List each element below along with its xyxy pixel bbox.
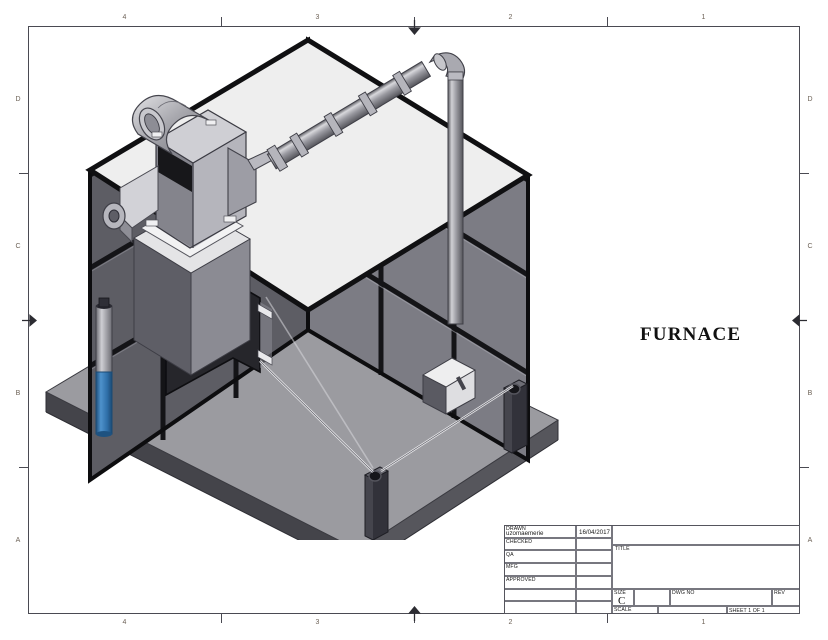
zone-col-top-1: 1 bbox=[701, 14, 706, 21]
title-label-approved: APPROVED bbox=[506, 577, 536, 584]
title-cell-qa-name[interactable] bbox=[504, 550, 576, 564]
zone-tick-right-3 bbox=[800, 467, 809, 468]
zone-row-right-B: B bbox=[807, 389, 813, 397]
zone-tick-top-3 bbox=[607, 17, 608, 26]
zone-tick-bottom-3 bbox=[607, 614, 608, 623]
control-box bbox=[421, 357, 477, 415]
center-arrow-marker-right bbox=[791, 313, 807, 327]
title-cell-blank-1-name[interactable] bbox=[504, 588, 576, 602]
title-cell-size-extra[interactable] bbox=[634, 588, 670, 606]
title-value-drawn-date: 16/04/2017 bbox=[579, 529, 610, 537]
zone-row-left-C: C bbox=[15, 242, 21, 250]
zone-tick-left-1 bbox=[19, 173, 28, 174]
title-label-rev: REV bbox=[774, 589, 785, 596]
zone-col-top-4: 4 bbox=[122, 14, 127, 21]
title-cell-scale-extra[interactable] bbox=[658, 605, 727, 614]
title-label-title: TITLE bbox=[615, 545, 630, 552]
zone-row-right-C: C bbox=[807, 242, 813, 250]
zone-col-bottom-4: 4 bbox=[122, 619, 127, 626]
title-label-dwg-no: DWG NO bbox=[672, 589, 695, 596]
zone-tick-top-1 bbox=[221, 17, 222, 26]
title-label-size: SIZE bbox=[614, 589, 626, 596]
zone-tick-bottom-1 bbox=[221, 614, 222, 623]
zone-col-top-3: 3 bbox=[315, 14, 320, 21]
title-label-qa: QA bbox=[506, 551, 514, 558]
title-cell-blank-2-date[interactable] bbox=[576, 601, 612, 614]
center-arrow-marker-top bbox=[407, 19, 421, 35]
title-value-drawn-name: uzomaemerie bbox=[506, 530, 544, 538]
title-cell-checked-date[interactable] bbox=[576, 537, 612, 551]
zone-row-left-B: B bbox=[15, 389, 21, 397]
title-cell-header-blank[interactable] bbox=[612, 525, 800, 545]
zone-col-bottom-1: 1 bbox=[701, 619, 706, 626]
title-label-mfg: MFG bbox=[506, 564, 518, 571]
exhaust-vertical-stack bbox=[447, 71, 464, 325]
title-cell-blank-2-name[interactable] bbox=[504, 601, 576, 614]
bollard-post-left bbox=[363, 466, 390, 540]
exhaust-pipe-run bbox=[266, 52, 466, 325]
zone-col-bottom-3: 3 bbox=[315, 619, 320, 626]
title-value-size: C bbox=[618, 594, 626, 607]
title-cell-blank-1-date[interactable] bbox=[576, 588, 612, 602]
title-label-drawn: DRAWN bbox=[506, 526, 526, 533]
bollard-post-right bbox=[502, 379, 529, 454]
zone-col-top-2: 2 bbox=[508, 14, 513, 21]
title-cell-mfg-date[interactable] bbox=[576, 563, 612, 576]
zone-tick-right-1 bbox=[800, 173, 809, 174]
title-cell-title[interactable] bbox=[612, 544, 800, 589]
title-cell-approved-date[interactable] bbox=[576, 575, 612, 589]
burner-blower-assembly bbox=[102, 94, 281, 258]
zone-row-left-A: A bbox=[15, 536, 21, 544]
title-label-scale: SCALE bbox=[614, 606, 632, 613]
title-label-checked: CHECKED bbox=[506, 538, 533, 545]
gas-cylinder bbox=[95, 297, 113, 437]
center-arrow-marker-bottom bbox=[407, 605, 421, 621]
drawing-title-text: FURNACE bbox=[640, 324, 742, 345]
zone-row-right-D: D bbox=[807, 95, 813, 103]
bollard-rail bbox=[259, 296, 514, 473]
title-label-sheet: SHEET 1 OF 1 bbox=[729, 608, 765, 615]
zone-row-left-D: D bbox=[15, 95, 21, 103]
zone-col-bottom-2: 2 bbox=[508, 619, 513, 626]
furnace-assembly-isometric bbox=[44, 36, 560, 540]
title-cell-size[interactable] bbox=[612, 588, 634, 606]
zone-row-right-A: A bbox=[807, 536, 813, 544]
center-arrow-marker-left bbox=[21, 313, 37, 327]
zone-tick-left-3 bbox=[19, 467, 28, 468]
title-cell-qa-date[interactable] bbox=[576, 550, 612, 564]
title-cell-dwg-no[interactable] bbox=[670, 588, 772, 606]
